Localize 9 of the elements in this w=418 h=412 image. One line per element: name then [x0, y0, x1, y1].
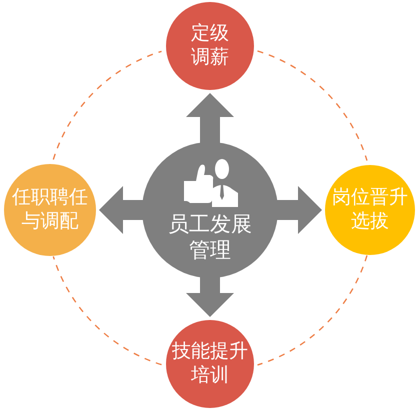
topic-label: 技能提升培训	[171, 340, 249, 388]
topic-label: 定级调薪	[190, 22, 230, 70]
dashed-connector	[257, 50, 368, 161]
topic-label: 岗位晋升选拔	[331, 186, 409, 234]
dashed-connector	[52, 50, 162, 160]
dashed-connector	[257, 255, 368, 366]
dashed-connector	[52, 256, 162, 366]
topic-label: 任职聘任与调配	[11, 186, 89, 234]
center-title: 员工发展管理	[167, 210, 253, 264]
